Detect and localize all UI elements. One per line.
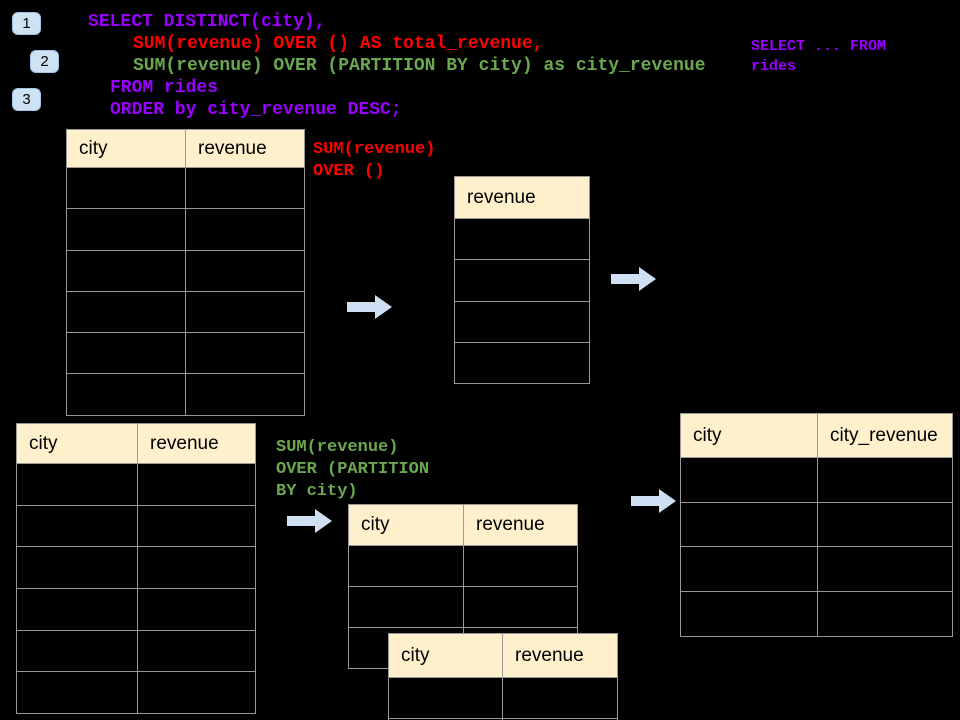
table-rides-source-bottom-empty-cell (138, 630, 256, 673)
table-partition-back-empty-cell (349, 546, 464, 587)
table-city-revenue-result-empty-cell (818, 547, 953, 593)
table-rides-source-bottom-empty-cell (17, 630, 138, 673)
table-rides-source-top-empty-cell (186, 250, 305, 292)
table-total-revenue-result-empty-cell (455, 260, 590, 302)
select-from-rides-note-line-2: rides (751, 58, 797, 75)
table-rides-source-top-empty-cell (67, 250, 186, 292)
table-rides-source-top-empty-cell (67, 291, 186, 334)
table-city-revenue-result-header-city_revenue: city_revenue (818, 414, 953, 458)
table-rides-source-top-empty-cell (186, 333, 305, 375)
table-rides-source-top-empty-cell (186, 291, 305, 334)
arrow-from-total-revenue (611, 267, 656, 291)
table-rides-source-bottom-empty-cell (138, 589, 256, 631)
table-rides-source-top-header-revenue: revenue (186, 130, 305, 168)
annotation-sum-partition-by-city-line-3: BY city) (276, 482, 358, 501)
table-partition-front-empty-cell (503, 678, 618, 719)
select-from-rides-note-line-1: SELECT ... FROM (751, 38, 887, 55)
sql-query-code-line-5: ORDER by city_revenue DESC; (110, 100, 402, 120)
sql-query-code-line-3: SUM(revenue) OVER (PARTITION BY city) as… (133, 56, 706, 76)
step-badge-1: 1 (12, 12, 41, 35)
table-rides-source-bottom-empty-cell (138, 672, 256, 715)
table-rides-source-bottom-empty-cell (17, 547, 138, 590)
table-rides-source-top-empty-cell (67, 374, 186, 416)
annotation-sum-over-all-line-2: OVER () (313, 162, 385, 181)
table-rides-source-bottom-empty-cell (17, 464, 138, 506)
table-city-revenue-result-empty-cell (681, 547, 818, 593)
table-total-revenue-result-empty-cell (455, 301, 590, 343)
table-rides-source-top-empty-cell (67, 168, 186, 210)
table-city-revenue-result-empty-cell (681, 502, 818, 548)
table-total-revenue-result-empty-cell (455, 219, 590, 261)
table-total-revenue-result-empty-cell (455, 342, 590, 385)
table-partition-front-header-city: city (389, 634, 503, 678)
table-city-revenue-result-empty-cell (818, 592, 953, 637)
sql-query-code-line-1: SELECT DISTINCT(city), (88, 12, 326, 32)
sql-query-code-line-4: FROM rides (110, 78, 219, 98)
table-rides-source-bottom-empty-cell (17, 589, 138, 631)
annotation-sum-over-all-line-1: SUM(revenue) (313, 140, 436, 159)
table-rides-source-bottom-empty-cell (138, 547, 256, 590)
table-rides-source-top-header-city: city (67, 130, 186, 168)
table-rides-source-bottom-empty-cell (138, 464, 256, 506)
step-badge-2: 2 (30, 50, 59, 73)
annotation-sum-partition-by-city-line-1: SUM(revenue) (276, 438, 399, 457)
table-city-revenue-result-empty-cell (681, 458, 818, 503)
table-partition-back-header-revenue: revenue (464, 505, 578, 546)
table-city-revenue-result-empty-cell (681, 592, 818, 637)
table-city-revenue-result-empty-cell (818, 502, 953, 548)
table-rides-source-bottom-empty-cell (138, 505, 256, 548)
select-from-rides-note: SELECT ... FROM rides (751, 37, 886, 77)
table-partition-back-empty-cell (464, 546, 578, 587)
table-partition-front-header-revenue: revenue (503, 634, 618, 678)
table-total-revenue-result: revenue (454, 176, 590, 385)
table-rides-source-top-empty-cell (67, 209, 186, 251)
table-rides-source-top-empty-cell (67, 333, 186, 375)
sql-query-code-line-2: SUM(revenue) OVER () AS total_revenue, (133, 34, 544, 54)
arrow-to-city-revenue-result (631, 489, 676, 513)
table-rides-source-top-empty-cell (186, 374, 305, 416)
annotation-sum-partition-by-city: SUM(revenue) OVER (PARTITION BY city) (276, 437, 429, 503)
table-partition-back-header-city: city (349, 505, 464, 546)
arrow-to-total-revenue (347, 295, 392, 319)
step-badge-3: 3 (12, 88, 41, 111)
table-rides-source-bottom-empty-cell (17, 505, 138, 548)
annotation-sum-over-all: SUM(revenue) OVER () (313, 139, 435, 183)
table-rides-source-top-empty-cell (186, 168, 305, 210)
sql-query-code: SELECT DISTINCT(city),SUM(revenue) OVER … (88, 11, 706, 121)
table-rides-source-top-empty-cell (186, 209, 305, 251)
table-city-revenue-result-header-city: city (681, 414, 818, 458)
table-city-revenue-result-empty-cell (818, 458, 953, 503)
arrow-to-partition-tables (287, 509, 332, 533)
table-rides-source-bottom-header-city: city (17, 424, 138, 464)
table-rides-source-bottom-header-revenue: revenue (138, 424, 256, 464)
table-rides-source-bottom-empty-cell (17, 672, 138, 715)
table-partition-back-empty-cell (464, 587, 578, 628)
table-partition-front-empty-cell (389, 678, 503, 719)
annotation-sum-partition-by-city-line-2: OVER (PARTITION (276, 460, 430, 479)
table-total-revenue-result-header-revenue: revenue (455, 177, 590, 219)
table-partition-back-empty-cell (349, 587, 464, 628)
